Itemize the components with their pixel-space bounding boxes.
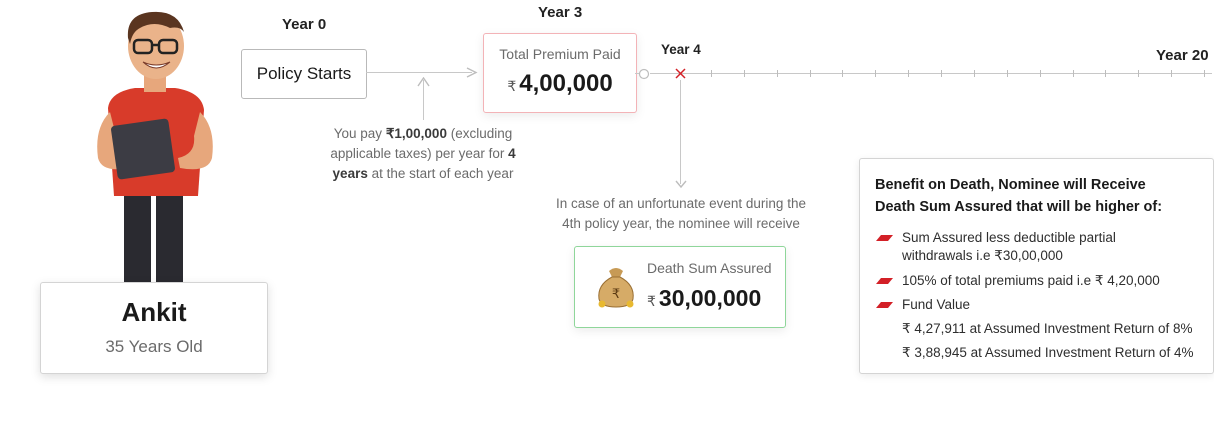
death-sum-assured-box: ₹ Death Sum Assured ₹30,00,000 (574, 246, 786, 328)
red-bullet-icon (876, 302, 893, 308)
year-4-label: Year 4 (661, 42, 701, 57)
red-bullet-icon (876, 278, 893, 284)
death-benefit-title: Benefit on Death, Nominee will Receive D… (875, 177, 1163, 215)
red-bullet-icon (876, 235, 893, 241)
money-bag-icon: ₹ (598, 268, 634, 308)
arrow-up-icon (417, 77, 430, 87)
timeline-tick (1204, 70, 1205, 77)
timeline-connector (366, 72, 472, 73)
person-name: Ankit (121, 297, 187, 327)
payment-description: You pay ₹1,00,000 (excluding applicable … (330, 126, 516, 181)
timeline-tick (1105, 70, 1106, 77)
payment-connector (423, 80, 424, 120)
timeline-axis-start (635, 73, 640, 74)
year-20-label: Year 20 (1156, 47, 1209, 64)
death-event-description: In case of an unfortunate event during t… (556, 196, 806, 231)
timeline-tick (1040, 70, 1041, 77)
timeline-tick (744, 70, 745, 77)
person-avatar (97, 11, 213, 290)
timeline-tick (842, 70, 843, 77)
timeline-tick (810, 70, 811, 77)
total-premium-label: Total Premium Paid (499, 46, 621, 62)
fund-value-4-percent: ₹ 3,88,945 at Assumed Investment Return … (902, 345, 1194, 360)
timeline-tick (1007, 70, 1008, 77)
death-sum-assured-value: ₹30,00,000 (647, 285, 762, 311)
svg-text:₹: ₹ (612, 287, 620, 302)
timeline-tick (941, 70, 942, 77)
benefit-item-premiums: 105% of total premiums paid i.e ₹ 4,20,0… (902, 273, 1160, 288)
timeline-axis (650, 73, 1212, 74)
benefit-item-fund-value: Fund Value (902, 297, 971, 312)
timeline-start-circle-icon (638, 68, 650, 80)
timeline-tick (1073, 70, 1074, 77)
timeline-tick (908, 70, 909, 77)
timeline-tick (777, 70, 778, 77)
year-3-label: Year 3 (538, 4, 583, 21)
total-premium-value: ₹4,00,000 (507, 70, 613, 97)
timeline-tick (974, 70, 975, 77)
person-age: 35 Years Old (105, 337, 203, 356)
death-event-cross-icon (675, 68, 686, 79)
fund-value-8-percent: ₹ 4,27,911 at Assumed Investment Return … (902, 321, 1193, 336)
year-0-label: Year 0 (282, 16, 327, 33)
death-sum-assured-label: Death Sum Assured (647, 260, 772, 276)
timeline-tick (1138, 70, 1139, 77)
rupee-icon: ₹ (507, 78, 517, 94)
rupee-icon: ₹ (647, 293, 656, 309)
death-benefit-box: Benefit on Death, Nominee will Receive D… (859, 158, 1214, 374)
policy-starts-box: Policy Starts (241, 49, 367, 99)
timeline-tick (1171, 70, 1172, 77)
timeline-tick (711, 70, 712, 77)
arrow-down-icon (675, 180, 687, 189)
total-premium-box: Total Premium Paid ₹4,00,000 (483, 33, 637, 113)
death-connector (680, 80, 681, 184)
arrow-right-icon (466, 67, 478, 78)
benefit-item-sum-assured: Sum Assured less deductible partial with… (902, 230, 1116, 263)
person-card: Ankit 35 Years Old (40, 282, 268, 374)
timeline-tick (875, 70, 876, 77)
